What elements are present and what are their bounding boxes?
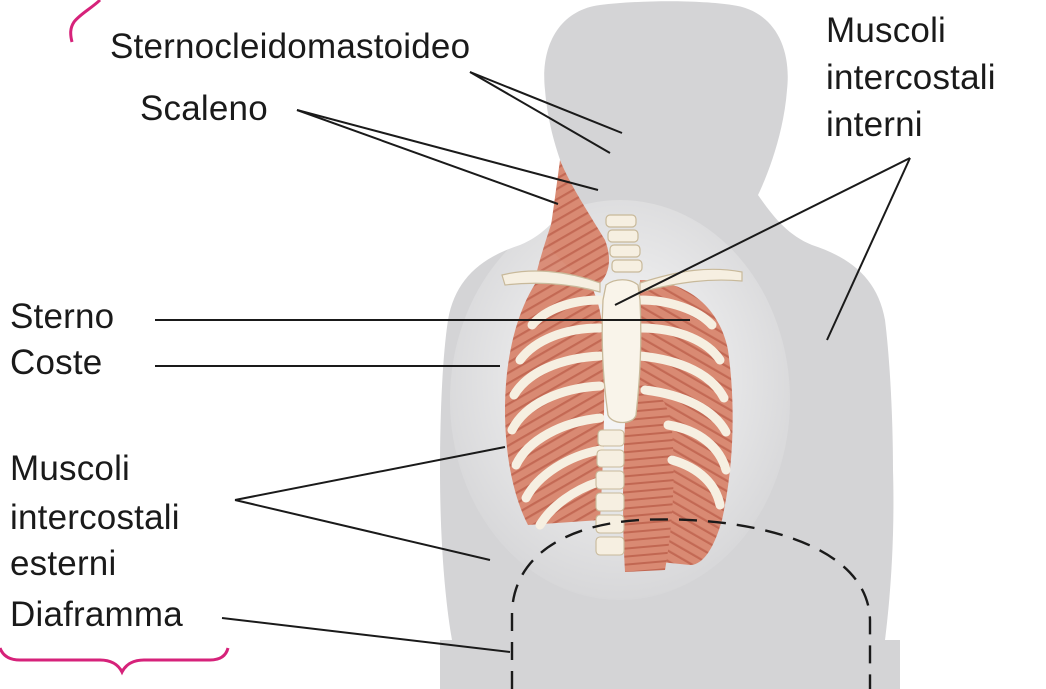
label-internal-intercostals-line1: Muscoli [826,12,946,50]
label-external-intercostals-line1: Muscoli [10,450,130,488]
label-external-intercostals-line3: esterni [10,545,116,583]
label-internal-intercostals-line3: interni [826,106,923,144]
label-external-intercostals-line2: intercostali [10,499,180,537]
label-internal-intercostals-line2: intercostali [826,59,996,97]
leader-scalene-b [297,110,558,204]
label-diaphragm: Diaframma [10,596,183,634]
label-ribs: Coste [10,344,102,382]
label-scalene: Scaleno [140,90,268,128]
bottom-brace [0,648,228,672]
top-bracket [71,0,100,42]
label-sternocleidomastoid: Sternocleidomastoideo [110,28,470,66]
label-sternum: Sterno [10,298,114,336]
